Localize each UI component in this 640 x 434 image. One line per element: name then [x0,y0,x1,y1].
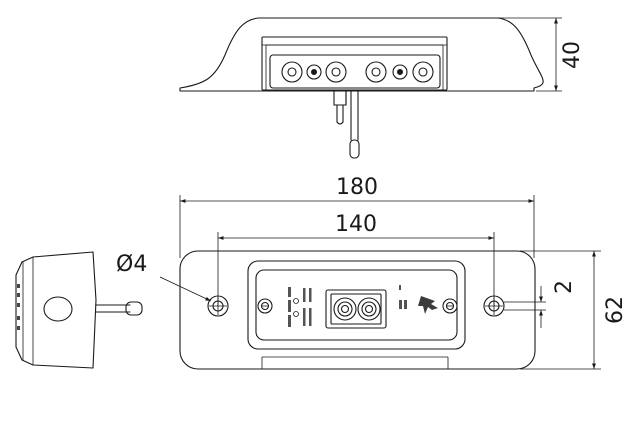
dimension-height-top: 40 [460,17,585,92]
front-view-connector [325,289,387,329]
connector-pin-icon [365,61,387,83]
connector-socket-right [357,297,381,321]
connector-socket-left [333,297,357,321]
connector-pin-icon [392,64,408,80]
connector-pin-icon [306,64,322,80]
top-view-connector-block [269,54,441,89]
mounting-hole-icon [483,295,505,317]
front-view-markings-left [288,287,312,327]
screw-icon [442,298,458,314]
dimension-label-180: 180 [336,175,378,200]
dimension-label-2: 2 [552,280,577,294]
side-view-grommet [43,296,73,322]
connector-pins [281,61,434,83]
top-view: 40 [179,17,585,159]
dimension-overall-height: 62 [520,250,628,370]
connector-pin-icon [412,61,434,83]
dimension-hole-spacing: 140 [217,212,495,306]
mounting-hole-icon [207,295,229,317]
top-view-cable [333,90,360,159]
cable-icon [95,301,143,316]
connector-pin-icon [325,61,347,83]
dimension-hole-diameter: Ø4 [116,252,212,302]
side-view [15,251,143,369]
front-view-markings-right [399,285,438,314]
dimension-small-gap: 2 [504,280,577,328]
dimension-label-62: 62 [603,296,628,324]
dimension-label-40: 40 [560,41,585,69]
dimension-label-diameter: Ø4 [116,252,147,277]
front-view: 180 140 [116,175,628,370]
front-view-lens-body [247,260,466,350]
logo-icon [418,296,438,314]
side-view-housing [15,251,97,369]
connector-pin-icon [281,61,303,83]
dimension-overall-width: 180 [179,175,535,258]
screw-icon [257,298,273,314]
dimension-label-140: 140 [335,212,377,237]
side-view-markings [17,284,20,330]
